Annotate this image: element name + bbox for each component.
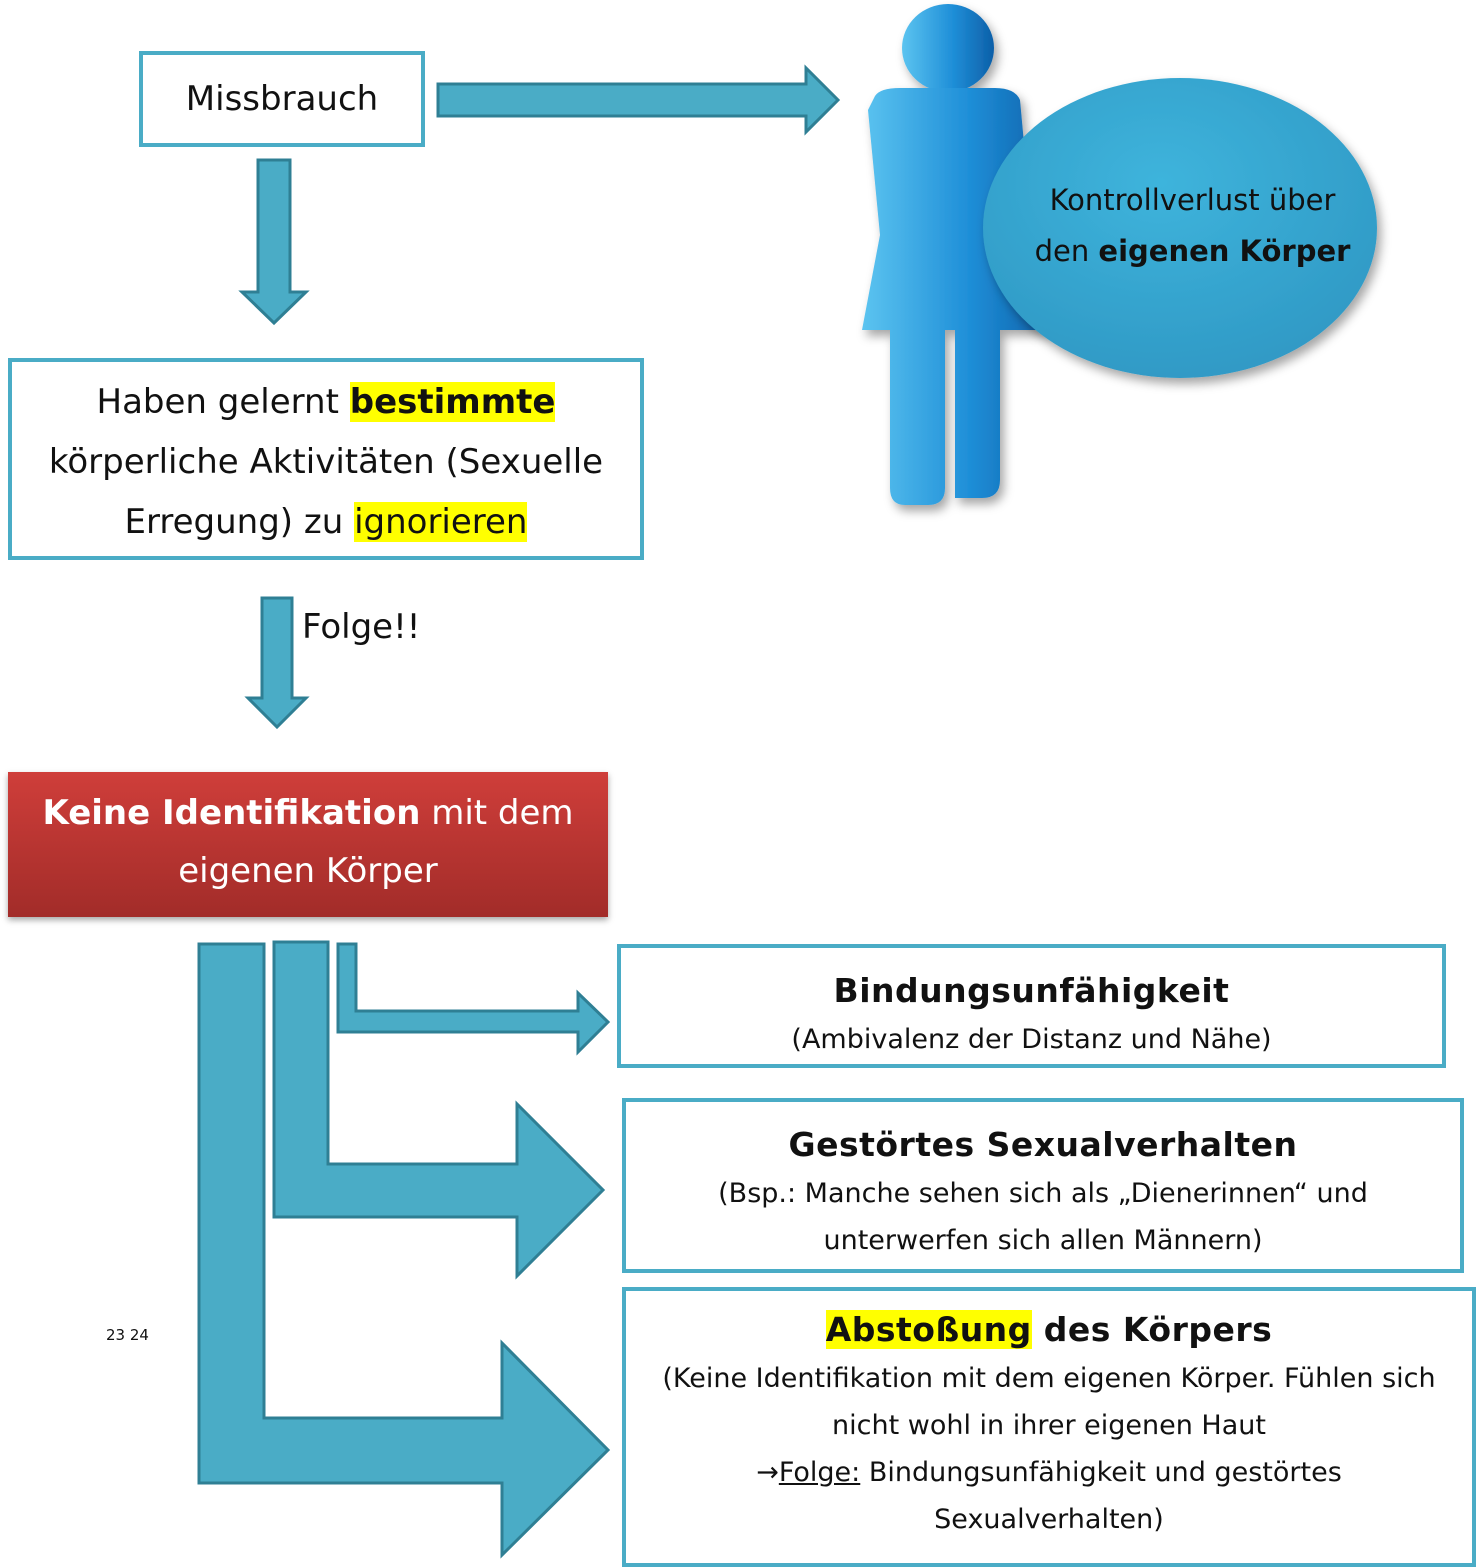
gelernt-line1-pre: Haben gelernt	[96, 382, 350, 422]
gestoert-desc2: unterwerfen sich allen Männern)	[823, 1225, 1263, 1256]
branch-arrow-bindung	[336, 942, 611, 1056]
box-bindungsunfaehigkeit: Bindungsunfähigkeit (Ambivalenz der Dist…	[617, 944, 1446, 1068]
box-gelernt: Haben gelernt bestimmte körperliche Akti…	[8, 358, 644, 560]
abstoss-title-rest: des Körpers	[1031, 1310, 1273, 1349]
gelernt-line1: Haben gelernt bestimmte	[12, 372, 640, 432]
keine-rest: mit dem	[420, 793, 574, 833]
box-missbrauch: Missbrauch	[139, 51, 425, 147]
gelernt-highlight-bestimmte: bestimmte	[349, 382, 556, 422]
abstoss-desc4: Sexualverhalten)	[934, 1504, 1164, 1535]
bindung-title: Bindungsunfähigkeit	[833, 971, 1230, 1010]
gestoert-title: Gestörtes Sexualverhalten	[788, 1125, 1298, 1164]
gelernt-line3-pre: Erregung) zu	[124, 502, 355, 542]
box-abstossung: Abstoßung des Körpers (Keine Identifikat…	[622, 1287, 1476, 1567]
bubble-line2-bold: eigenen Körper	[1098, 234, 1351, 268]
gelernt-line3: Erregung) zu ignorieren	[12, 492, 640, 552]
arrow-down-1	[238, 158, 310, 326]
abstoss-folge-label: Folge:	[778, 1457, 861, 1488]
abstoss-desc3-rest: Bindungsunfähigkeit und gestörtes	[860, 1457, 1342, 1488]
bubble-text: Kontrollverlust über den eigenen Körper	[1000, 175, 1385, 277]
keine-bold: Keine Identifikation	[42, 793, 421, 833]
gelernt-line2: körperliche Aktivitäten (Sexuelle	[48, 442, 604, 482]
abstoss-desc3: →Folge: Bindungsunfähigkeit und gestörte…	[626, 1449, 1472, 1496]
bubble-line2: den eigenen Körper	[1000, 226, 1385, 277]
right-arrow-icon: →	[756, 1457, 779, 1488]
arrow-right-to-figure	[436, 64, 841, 136]
abstoss-title: Abstoßung des Körpers	[626, 1305, 1472, 1355]
arrow-down-folge	[244, 596, 310, 730]
abstoss-highlight: Abstoßung	[825, 1310, 1032, 1349]
bubble-line2-pre: den	[1034, 234, 1099, 268]
branch-arrow-abstoss	[197, 942, 611, 1559]
box-keine-identifikation: Keine Identifikation mit dem eigenen Kör…	[8, 772, 608, 917]
missbrauch-label: Missbrauch	[185, 79, 379, 119]
gestoert-desc1: (Bsp.: Manche sehen sich als „Dienerinne…	[718, 1178, 1368, 1209]
abstoss-desc2: nicht wohl in ihrer eigenen Haut	[832, 1410, 1266, 1441]
folge-arrow-label: Folge!!	[302, 607, 421, 647]
keine-line1: Keine Identifikation mit dem	[8, 784, 608, 842]
abstoss-desc1: (Keine Identifikation mit dem eigenen Kö…	[662, 1363, 1436, 1394]
bubble-line1: Kontrollverlust über	[1049, 183, 1336, 217]
keine-line2: eigenen Körper	[178, 851, 438, 891]
box-gestoertes-sexualverhalten: Gestörtes Sexualverhalten (Bsp.: Manche …	[622, 1098, 1464, 1273]
bindung-desc: (Ambivalenz der Distanz und Nähe)	[791, 1024, 1272, 1055]
footnote-refs: 23 24	[106, 1326, 149, 1344]
gelernt-highlight-ignorieren: ignorieren	[354, 502, 528, 542]
branch-arrow-gestoert	[272, 940, 606, 1280]
speech-bubble	[983, 78, 1377, 378]
